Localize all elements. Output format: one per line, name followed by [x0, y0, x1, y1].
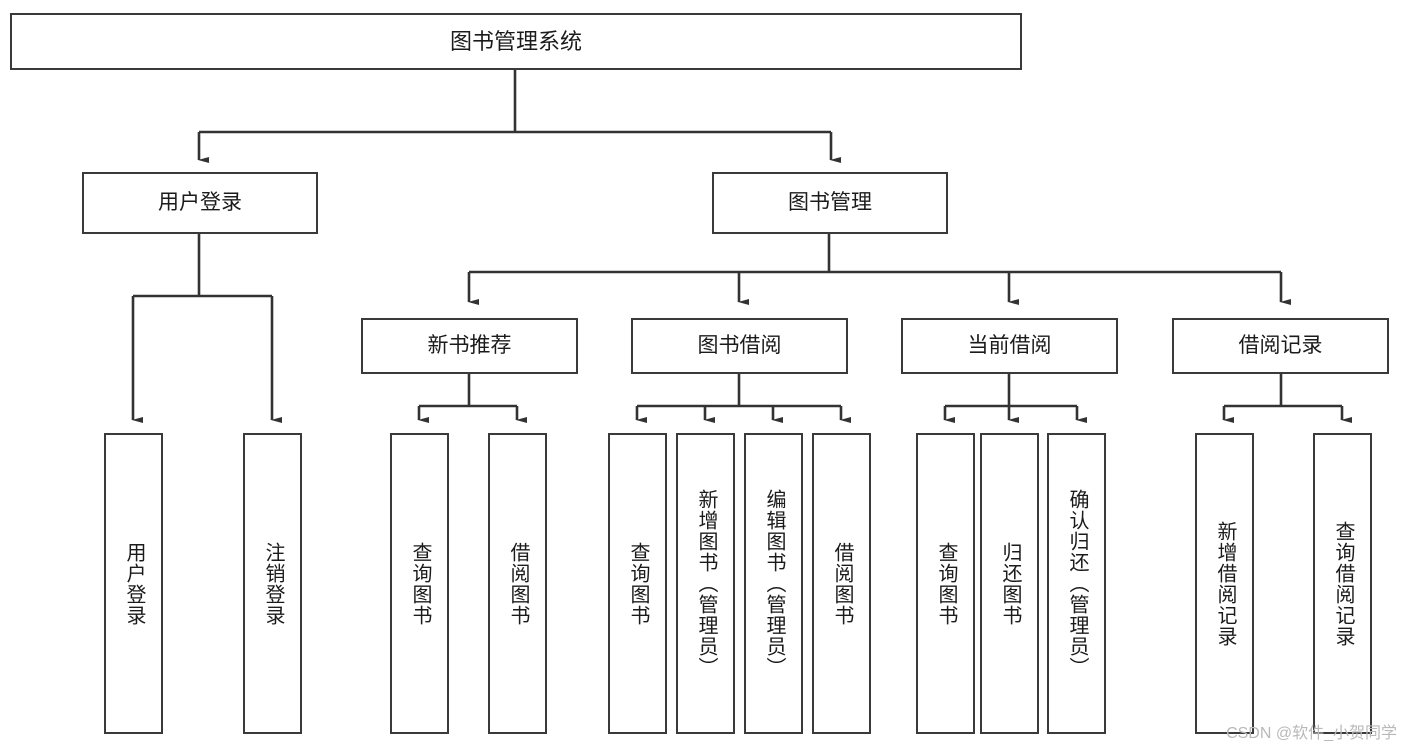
node-label: 确认归还（管理员）: [1066, 489, 1088, 678]
node-leaf-confirm-return-admin[interactable]: 确认归还（管理员）: [1047, 433, 1106, 734]
node-book-management[interactable]: 图书管理: [712, 172, 948, 234]
node-leaf-edit-book-admin[interactable]: 编辑图书（管理员）: [744, 433, 803, 734]
node-label: 新增图书（管理员）: [695, 489, 717, 678]
node-leaf-query-book-recommend[interactable]: 查询图书: [390, 433, 449, 734]
node-label: 借阅图书: [831, 541, 853, 626]
node-leaf-add-book-admin[interactable]: 新增图书（管理员）: [676, 433, 735, 734]
node-label: 注销登录: [262, 541, 284, 626]
node-book-borrow[interactable]: 图书借阅: [631, 318, 848, 374]
node-leaf-query-book-borrow[interactable]: 查询图书: [608, 433, 667, 734]
node-label: 编辑图书（管理员）: [763, 489, 785, 678]
node-user-login[interactable]: 用户登录: [82, 172, 318, 234]
node-current-borrow[interactable]: 当前借阅: [901, 318, 1118, 374]
node-leaf-user-login[interactable]: 用户登录: [104, 433, 163, 734]
node-label: 查询图书: [935, 541, 957, 626]
node-leaf-borrow-book-recommend[interactable]: 借阅图书: [488, 433, 547, 734]
node-label: 用户登录: [123, 541, 145, 626]
node-leaf-add-borrow-record[interactable]: 新增借阅记录: [1195, 433, 1254, 734]
node-label: 查询借阅记录: [1332, 520, 1354, 647]
node-label: 新书推荐: [427, 333, 512, 357]
node-borrow-record[interactable]: 借阅记录: [1172, 318, 1389, 374]
node-label: 图书借阅: [697, 333, 782, 357]
node-leaf-query-book-current[interactable]: 查询图书: [916, 433, 975, 734]
node-label: 图书管理: [788, 190, 872, 214]
node-label: 借阅图书: [507, 541, 529, 626]
node-label: 图书管理系统: [449, 28, 582, 54]
node-label: 新增借阅记录: [1214, 520, 1236, 647]
node-label: 归还图书: [999, 541, 1021, 626]
node-leaf-borrow-book[interactable]: 借阅图书: [812, 433, 871, 734]
node-label: 借阅记录: [1238, 333, 1323, 357]
csdn-watermark: CSDN @软件_小贺同学: [1226, 725, 1397, 742]
node-new-book-recommend[interactable]: 新书推荐: [361, 318, 578, 374]
node-leaf-logout[interactable]: 注销登录: [243, 433, 302, 734]
node-label: 用户登录: [158, 190, 242, 214]
node-label: 当前借阅: [967, 333, 1052, 357]
node-leaf-return-book[interactable]: 归还图书: [980, 433, 1039, 734]
node-root-book-management-system[interactable]: 图书管理系统: [10, 13, 1022, 70]
node-leaf-query-borrow-record[interactable]: 查询借阅记录: [1313, 433, 1372, 734]
node-label: 查询图书: [409, 541, 431, 626]
node-label: 查询图书: [627, 541, 649, 626]
